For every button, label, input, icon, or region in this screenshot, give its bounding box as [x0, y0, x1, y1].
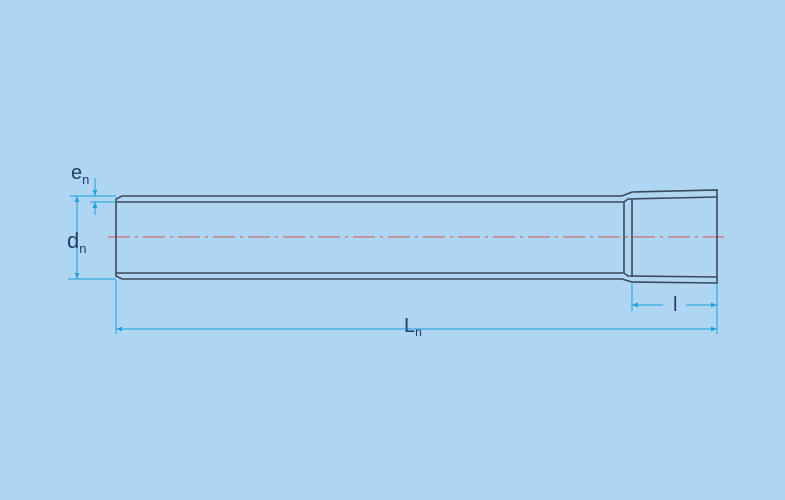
diameter-label: dn	[67, 228, 86, 256]
dimension-lines	[68, 178, 718, 334]
pipe-body	[115, 189, 718, 284]
socket-length-label: l	[673, 294, 677, 316]
length-label: Ln	[404, 315, 422, 339]
wall-thickness-label: en	[71, 162, 89, 187]
